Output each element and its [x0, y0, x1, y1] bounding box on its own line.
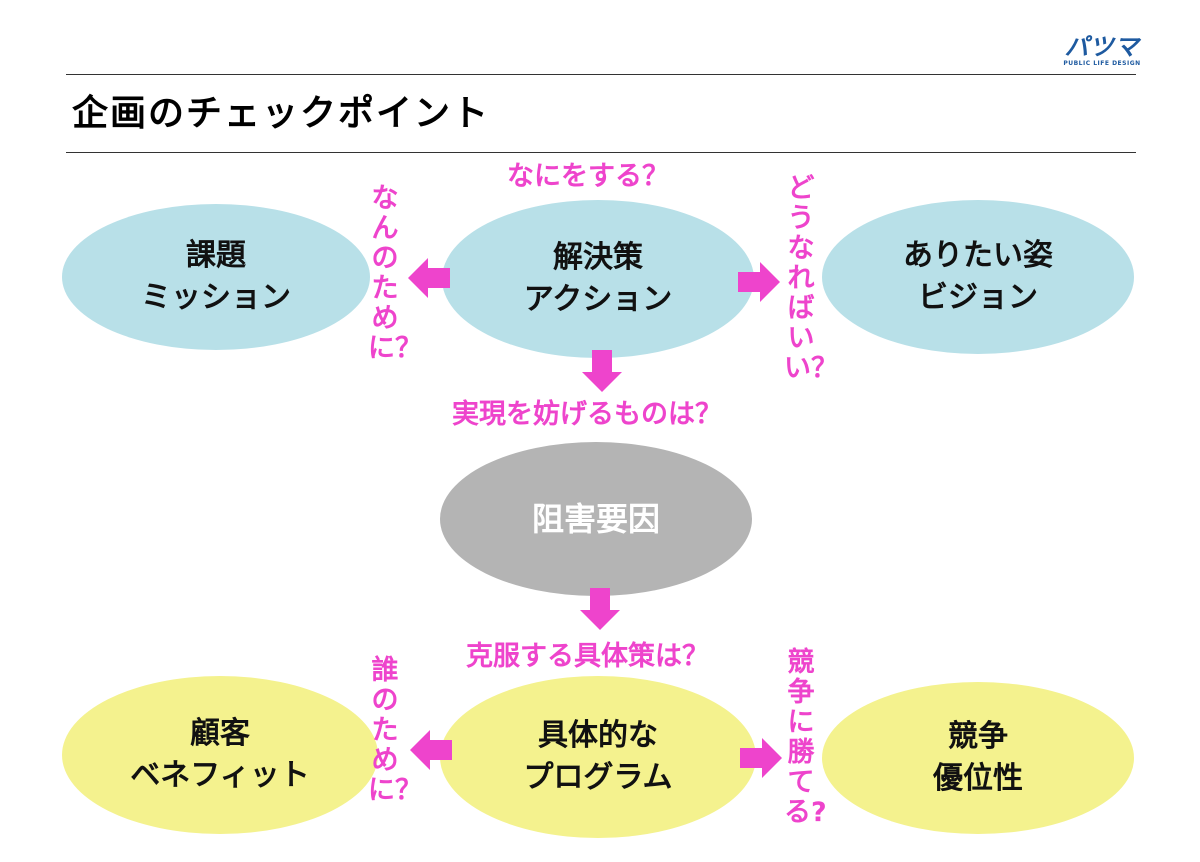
node-advantage-line1: 競争 [948, 719, 1008, 754]
question-how-become: どうなればいい？ [784, 173, 838, 384]
node-advantage-line2: 優位性 [933, 761, 1023, 796]
node-benefit-line1: 顧客 [190, 716, 250, 751]
question-why: なんのために？ [368, 183, 422, 364]
node-vision-line2: ビジョン [918, 280, 1038, 315]
arrow-left-to-mission [408, 258, 450, 298]
question-obstacle: 実現を妨げるものは？ [452, 399, 722, 430]
node-barrier-line1: 阻害要因 [531, 500, 660, 538]
question-what: なにをする？ [507, 161, 669, 192]
node-advantage: 競争 優位性 [822, 682, 1134, 834]
node-mission-line1: 課題 [186, 238, 246, 273]
arrow-left-to-benefit [410, 730, 452, 770]
node-vision: ありたい姿 ビジョン [822, 200, 1134, 354]
node-mission: 課題 ミッション [62, 204, 370, 350]
arrow-down-to-obstacle [582, 350, 622, 392]
node-action-line1: 解決策 [553, 240, 643, 275]
question-overcome: 克服する具体策は？ [466, 641, 709, 672]
question-for-whom: 誰のために？ [368, 655, 422, 806]
node-program: 具体的な プログラム [440, 676, 756, 838]
node-program-line1: 具体的な [538, 718, 658, 753]
node-benefit-line2: ベネフィット [130, 758, 310, 793]
node-benefit: 顧客 ベネフィット [62, 676, 378, 834]
header-divider-top [66, 74, 1136, 75]
page-title: 企画のチェックポイント [72, 93, 491, 134]
logo-tagline: PUBLIC LIFE DESIGN [1063, 60, 1141, 67]
logo-mark: パツマ [1064, 33, 1140, 61]
company-logo: パツマ PUBLIC LIFE DESIGN [1062, 34, 1142, 74]
arrow-right-to-advantage [740, 738, 782, 778]
arrow-right-to-vision [738, 262, 780, 302]
node-mission-line2: ミッション [141, 280, 291, 315]
node-action-line2: アクション [523, 282, 673, 317]
header-divider-bottom [66, 152, 1136, 153]
question-win: 競争に勝てる? [784, 647, 827, 828]
node-vision-line1: ありたい姿 [903, 238, 1053, 273]
node-program-line2: プログラム [523, 760, 673, 795]
node-barrier: 阻害要因 [440, 442, 752, 596]
node-action: 解決策 アクション [442, 200, 754, 358]
arrow-down-to-overcome [580, 588, 620, 630]
